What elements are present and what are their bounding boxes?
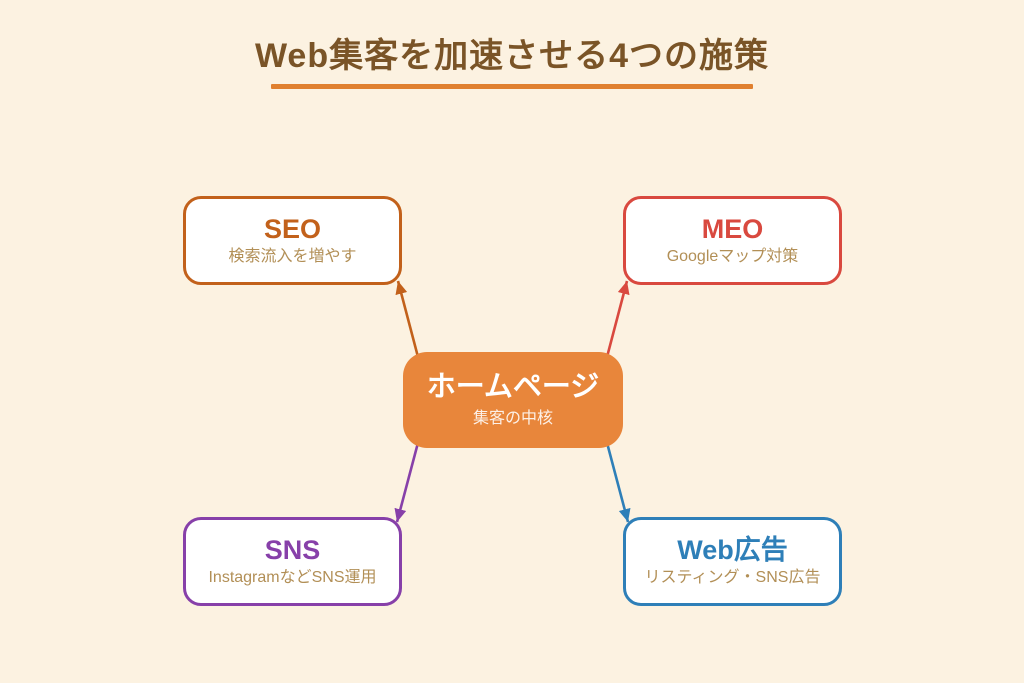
title-underline [271, 83, 753, 89]
node-meo-subtitle: Googleマップ対策 [666, 248, 799, 266]
node-homepage: ホームページ 集客の中核 [403, 352, 623, 448]
node-web-ad-subtitle: リスティング・SNS広告 [644, 569, 821, 587]
node-seo-subtitle: 検索流入を増やす [228, 248, 357, 266]
header: Web集客を加速させる4つの施策 [0, 36, 1024, 89]
node-sns-title: SNS [264, 534, 321, 565]
node-seo-title: SEO [263, 213, 322, 244]
node-web-ad-title: Web広告 [677, 534, 788, 565]
node-sns: SNS InstagramなどSNS運用 [183, 517, 402, 606]
node-meo-title: MEO [701, 213, 764, 244]
node-homepage-title: ホームページ [426, 371, 600, 404]
page-title: Web集客を加速させる4つの施策 [254, 37, 770, 75]
node-seo: SEO 検索流入を増やす [183, 196, 402, 285]
node-homepage-subtitle: 集客の中核 [472, 410, 553, 428]
node-meo: MEO Googleマップ対策 [623, 196, 842, 285]
node-web-ad: Web広告 リスティング・SNS広告 [623, 517, 842, 606]
node-sns-subtitle: InstagramなどSNS運用 [208, 569, 377, 587]
